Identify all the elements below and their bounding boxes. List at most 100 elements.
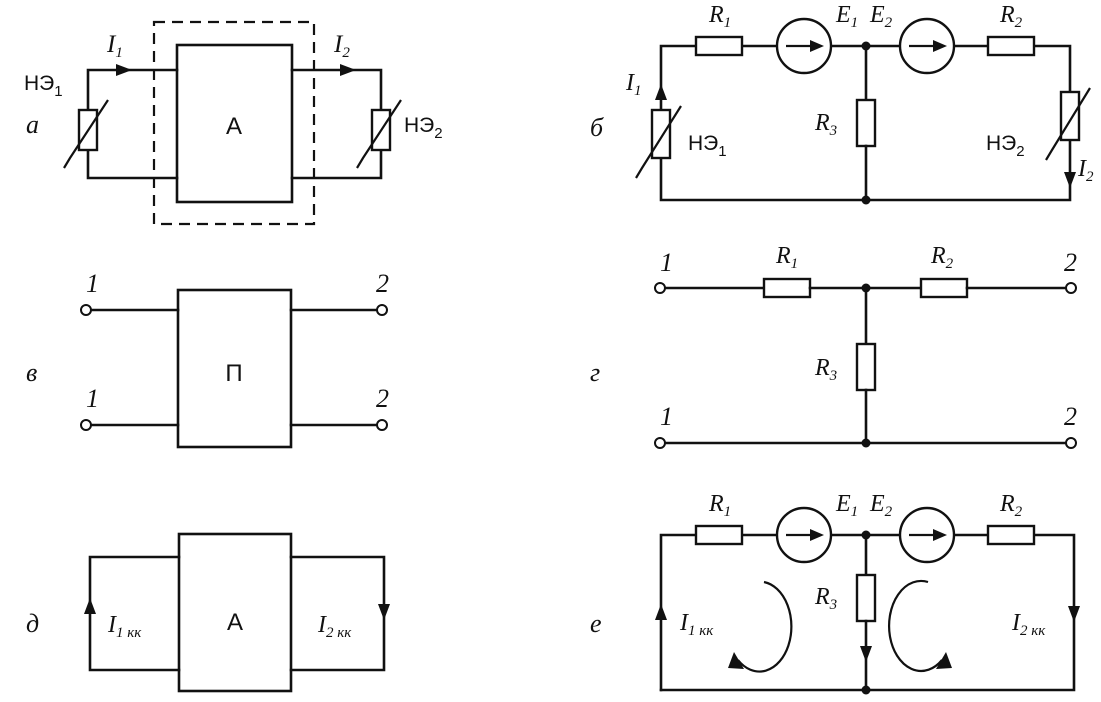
terminal-g-1-bottom [654,437,666,449]
label-i2: I2 [333,31,350,61]
panel-b-letter: б [590,113,604,142]
panel-g-letter: г [590,358,600,387]
label-e-i2: I2 кк [1011,610,1046,639]
label-v-2-bottom: 2 [376,384,389,413]
label-e-r2: R2 [999,491,1023,520]
wire-right-top [290,68,383,114]
current-arrow-i2 [340,64,356,76]
wire-left-bottom [86,146,179,180]
source-e-e1-arrow-icon [810,529,824,541]
label-v-1-bottom: 1 [86,384,99,413]
nonlinear-mark-2 [356,99,402,169]
node-b-bottom [861,195,871,205]
loop-current-arrow-right-icon [936,652,952,669]
node-g-top [861,283,871,293]
panel-e: е R1 E1 E2 R2 R3 I1 кк I2 кк [590,491,1080,695]
label-g-r2: R2 [930,243,954,272]
label-b-i1: I1 [625,70,642,99]
resistor-g-r2 [919,277,969,299]
block-p-label: П [225,360,242,387]
wire-d-left-loop [88,555,181,672]
label-i1: I1 [106,31,123,61]
label-g-2-top: 2 [1064,248,1077,277]
node-e-bottom [861,685,871,695]
panel-a-letter: а [26,110,39,139]
two-port-block-d [177,532,293,693]
wire-d-right-loop [289,555,386,672]
label-e-e2: E2 [869,491,893,520]
resistor-r1 [694,35,744,57]
label-b-ne1: НЭ1 [688,132,727,160]
current-arrow-b-i1 [655,84,667,100]
resistor-e-r2 [986,524,1036,546]
label-e1: E1 [835,2,858,31]
label-e-r1: R1 [708,491,731,520]
wire-b-left-up [659,44,698,112]
label-r3: R3 [814,110,837,139]
current-arrow-e-i1 [655,604,667,620]
two-port-block-p [176,288,293,449]
label-d-i1: I1 кк [107,612,142,641]
label-g-1-top: 1 [660,248,673,277]
nonlinear-mark-1 [63,99,109,169]
label-e-r3: R3 [814,584,837,613]
current-arrow-e-i2 [1068,606,1080,622]
panel-a: а A I1 НЭ1 I2 НЭ2 [24,20,443,226]
resistor-e-r3 [855,573,877,623]
label-e2: E2 [869,2,893,31]
terminal-2-top [376,304,388,316]
current-arrow-d-i2 [378,604,390,620]
loop-current-arc-left [737,580,793,673]
current-arrow-e-mid [860,646,872,662]
label-ne1: НЭ1 [24,72,63,100]
resistor-r3 [855,98,877,148]
source-e1-arrow-icon [810,40,824,52]
dashed-boundary [152,20,316,226]
current-arrow-b-i2 [1064,172,1076,188]
panel-v-letter: в [26,358,37,387]
panel-d: д A I1 кк I2 кк [26,532,390,693]
wire-left-top [86,68,179,114]
wire-e-left [659,533,698,692]
label-b-ne2: НЭ2 [986,132,1025,160]
node-e-top [861,530,871,540]
label-ne2: НЭ2 [404,114,443,142]
label-e-i1: I1 кк [679,610,714,639]
block-d-label: A [227,609,243,636]
terminal-g-2-bottom [1065,437,1077,449]
label-g-r3: R3 [814,355,837,384]
loop-current-arrow-left-icon [728,652,744,669]
nonlinear-mark-b1 [635,105,682,179]
node-b-top [861,41,871,51]
nonlinear-mark-b2 [1045,87,1091,161]
resistor-r2 [986,35,1036,57]
label-g-2-bottom: 2 [1064,402,1077,431]
node-g-bottom [861,438,871,448]
loop-current-arc-right [888,579,943,673]
resistor-g-r3 [855,342,877,392]
two-port-block-a [175,43,294,204]
terminal-1-top [80,304,92,316]
block-a-label: A [226,113,242,140]
wire-right-bottom [290,146,383,180]
terminal-g-1-top [654,282,666,294]
label-r2: R2 [999,2,1023,31]
terminal-1-bottom [80,419,92,431]
panel-g: г 1 1 2 2 R1 R2 R3 [590,243,1077,449]
wire-b-right-down [1032,44,1072,100]
source-e-e2-arrow-icon [933,529,947,541]
panel-b: б R1 E1 E2 R2 R3 I1 НЭ1 [590,2,1094,205]
current-arrow-i1 [116,64,132,76]
label-v-2-top: 2 [376,269,389,298]
label-g-1-bottom: 1 [660,402,673,431]
label-v-1-top: 1 [86,269,99,298]
terminal-2-bottom [376,419,388,431]
panel-e-letter: е [590,609,602,638]
label-r1: R1 [708,2,731,31]
label-d-i2: I2 кк [317,612,352,641]
panel-v: в П 1 1 2 2 [26,269,389,449]
current-arrow-d-i1 [84,598,96,614]
panel-d-letter: д [26,609,39,638]
source-e2-arrow-icon [933,40,947,52]
